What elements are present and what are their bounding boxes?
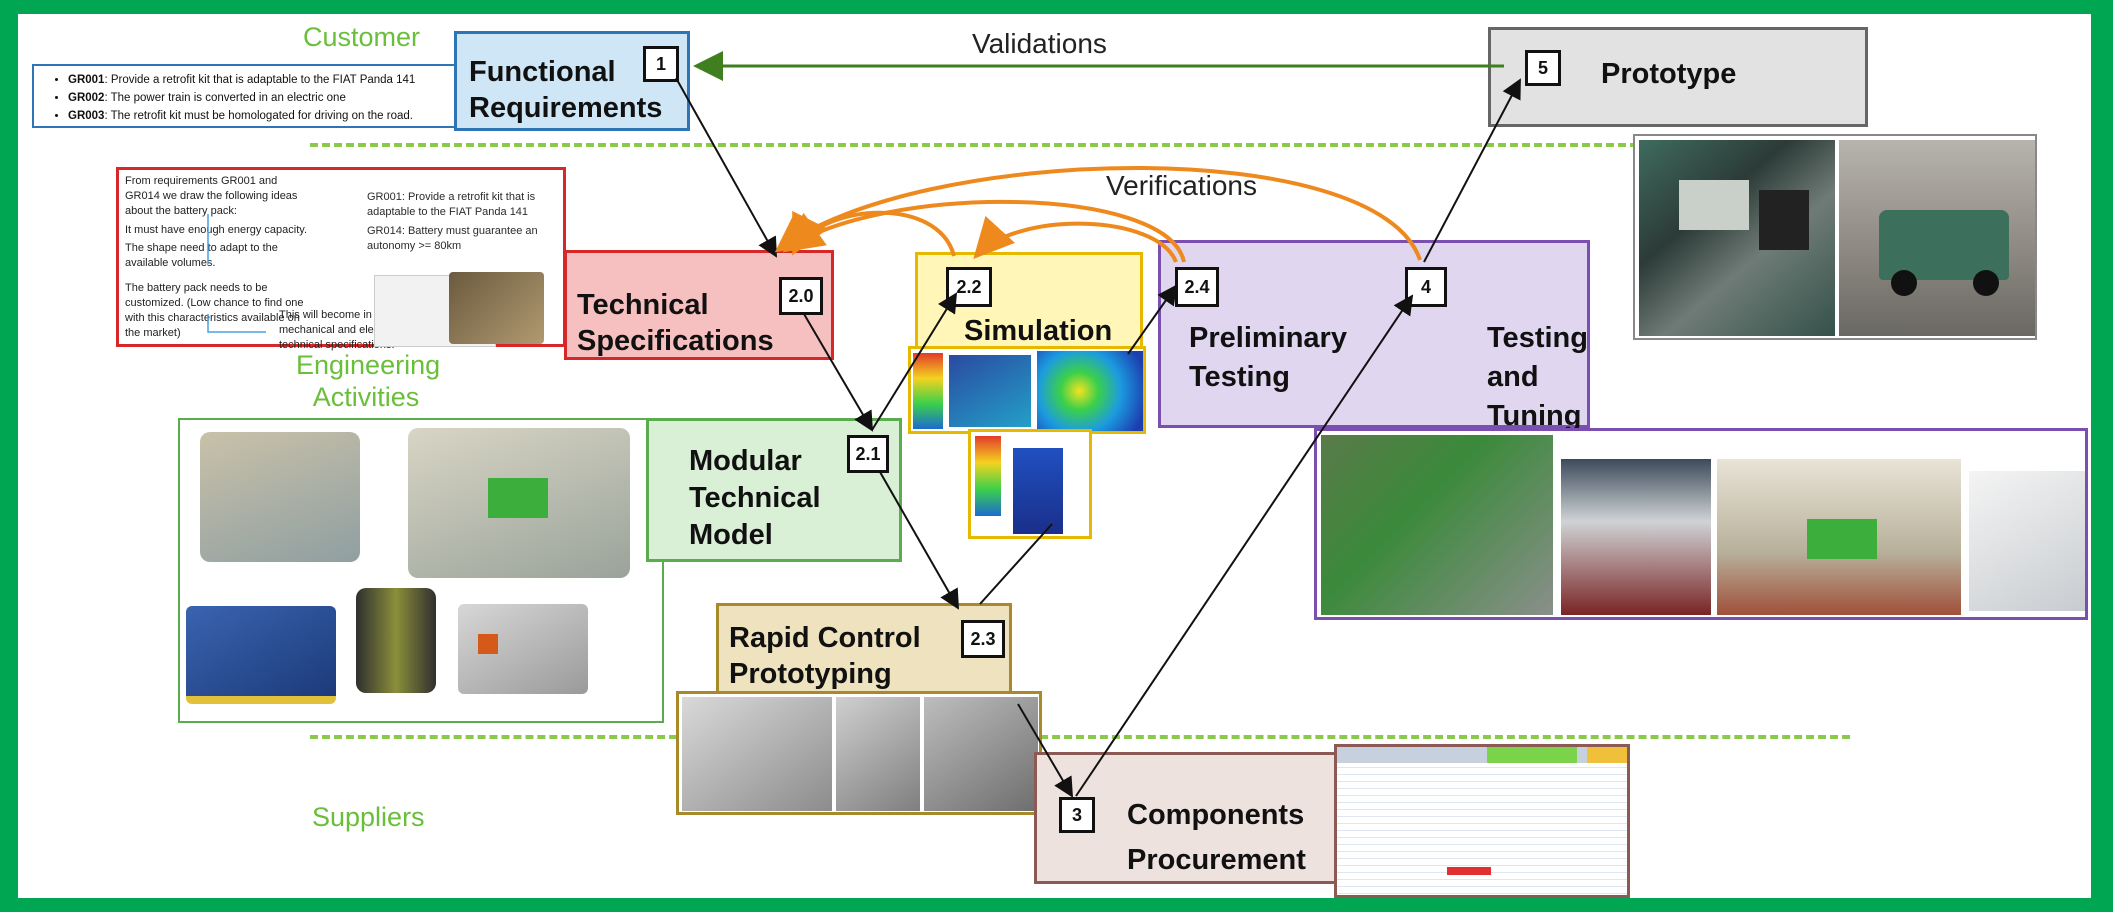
cad-motor-image bbox=[356, 588, 436, 693]
simulation-bracket-image bbox=[968, 429, 1092, 539]
supplier-zone-divider bbox=[310, 735, 1850, 739]
spec-note-panel: From requirements GR001 and GR014 we dra… bbox=[116, 167, 566, 351]
cad-battery-pack-image bbox=[186, 606, 336, 704]
machined-enclosure-photo bbox=[682, 697, 832, 811]
verifications-label: Verifications bbox=[1106, 170, 1257, 201]
requirements-list-box: GR001: Provide a retrofit kit that is ad… bbox=[32, 64, 464, 128]
simulation-result-image bbox=[908, 346, 1146, 434]
machined-plate-photo bbox=[836, 697, 920, 811]
step-number-3: 3 bbox=[1059, 797, 1095, 833]
zone-label-engineering-line1: Engineering bbox=[296, 350, 441, 380]
container-photo bbox=[1969, 471, 2085, 611]
step-number-2-3: 2.3 bbox=[961, 620, 1005, 658]
step-number-5: 5 bbox=[1525, 50, 1561, 86]
spec-note-bullets: GR001: Provide a retrofit kit that is ad… bbox=[367, 190, 557, 253]
prototype-car-photo bbox=[1839, 140, 2035, 336]
cad-front-model-image bbox=[200, 432, 360, 562]
prototype-title: Prototype bbox=[1601, 58, 1737, 90]
spec-note-bullet-1: GR001: Provide a retrofit kit that is ad… bbox=[367, 191, 536, 218]
requirements-list: GR001: Provide a retrofit kit that is ad… bbox=[50, 72, 415, 125]
validations-label: Validations bbox=[972, 28, 1107, 59]
prototype-engine-bay-photo bbox=[1639, 140, 1835, 336]
requirement-item: GR002: The power train is converted in a… bbox=[68, 90, 415, 108]
prototype-photos bbox=[1633, 134, 2037, 340]
spec-note-bullet-2: GR014: Battery must guarantee an autonom… bbox=[367, 224, 538, 252]
spec-note-intro: From requirements GR001 and GR014 we dra… bbox=[125, 175, 298, 217]
testing-photos bbox=[1314, 428, 2088, 620]
rapid-prototyping-photos bbox=[676, 691, 1042, 815]
step-number-2-0: 2.0 bbox=[779, 277, 823, 315]
step-number-2-4: 2.4 bbox=[1175, 267, 1219, 307]
zone-label-customer: Customer bbox=[303, 22, 421, 52]
test-bench-photo bbox=[1321, 435, 1553, 615]
spec-note-shape: The shape need to adapt to the available… bbox=[125, 242, 278, 270]
step-number-2-2: 2.2 bbox=[946, 267, 992, 307]
requirement-item: GR003: The retrofit kit must be homologa… bbox=[68, 108, 415, 126]
simulation-title: Simulation bbox=[964, 315, 1113, 347]
cad-models-panel bbox=[178, 418, 664, 723]
diagram-canvas: Customer Engineering Activities Supplier… bbox=[18, 14, 2091, 898]
climate-chamber-photo bbox=[1717, 459, 1961, 615]
cad-inverter-image bbox=[458, 604, 588, 694]
spec-note-result: This will become in mechanical and elect… bbox=[279, 309, 403, 351]
step-number-4: 4 bbox=[1405, 267, 1447, 307]
step-number-2-1: 2.1 bbox=[847, 435, 889, 473]
control-rack-photo bbox=[1561, 459, 1711, 615]
zone-label-engineering-line2: Activities bbox=[312, 382, 420, 413]
arrow-1-to-2-0 bbox=[675, 77, 777, 258]
battery-pack-image bbox=[449, 272, 544, 344]
motor-housing-photo bbox=[924, 697, 1038, 811]
zone-label-engineering: Engineering Activities bbox=[296, 349, 441, 414]
customer-zone-divider bbox=[310, 143, 1650, 147]
prototype-box: 5 Prototype bbox=[1488, 27, 1868, 127]
procurement-spreadsheet bbox=[1334, 744, 1630, 898]
spec-note-energy: It must have enough energy capacity. bbox=[125, 223, 308, 236]
zone-label-suppliers: Suppliers bbox=[312, 802, 425, 832]
step-number-1: 1 bbox=[643, 46, 679, 82]
cad-battery-bay-image bbox=[408, 428, 630, 578]
requirement-item: GR001: Provide a retrofit kit that is ad… bbox=[68, 72, 415, 90]
